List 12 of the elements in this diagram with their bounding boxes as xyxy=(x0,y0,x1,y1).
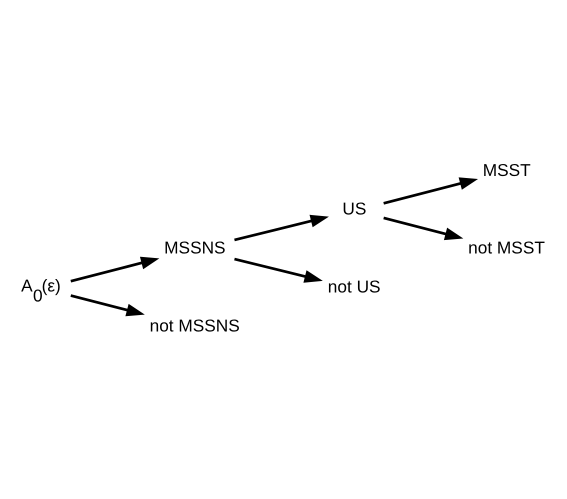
node-text: not MSSNS xyxy=(150,315,240,336)
node-text: MSSNS xyxy=(164,238,226,258)
arrow xyxy=(234,258,323,283)
arrow xyxy=(383,216,464,240)
node-text: not US xyxy=(328,276,381,296)
node-text: US xyxy=(342,198,366,219)
node-text: MSST xyxy=(482,160,531,180)
arrow xyxy=(70,256,160,282)
arrow xyxy=(234,214,329,242)
arrow xyxy=(383,177,478,205)
arrow xyxy=(70,294,145,316)
node-text: not MSST xyxy=(468,238,545,258)
